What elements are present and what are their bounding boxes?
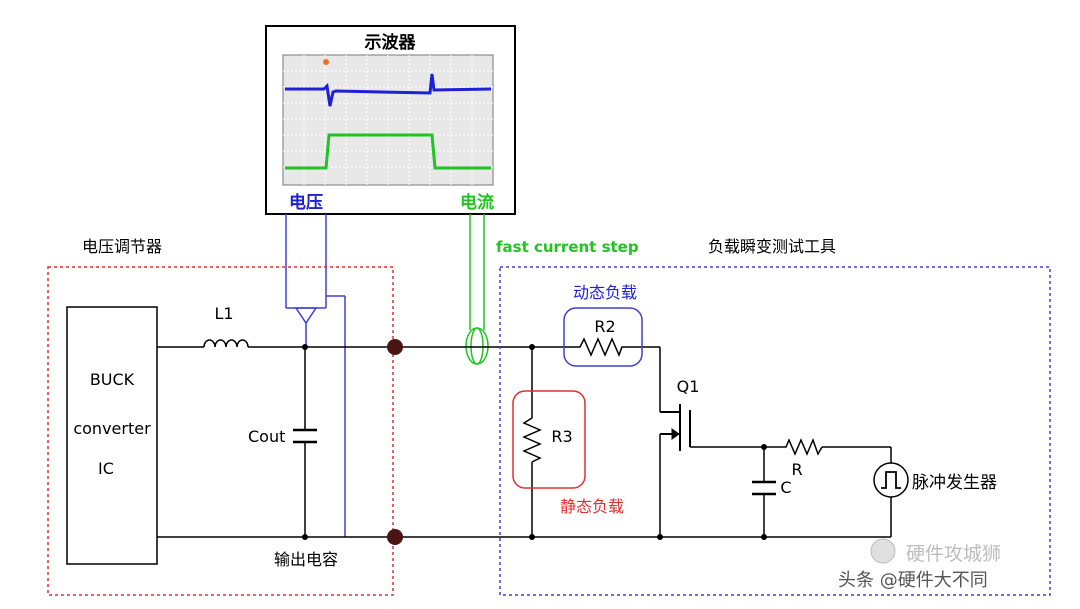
tester-title: 负载瞬变测试工具 bbox=[708, 237, 836, 256]
buck-ic bbox=[66, 306, 158, 565]
c-label: C bbox=[780, 478, 791, 497]
terminal-bottom bbox=[387, 529, 403, 545]
scope-title: 示波器 bbox=[365, 32, 417, 53]
q1-label: Q1 bbox=[677, 377, 700, 396]
regulator-box bbox=[47, 266, 394, 596]
static-load-label: 静态负载 bbox=[560, 497, 624, 516]
inductor-label: L1 bbox=[214, 304, 233, 323]
r-label: R bbox=[791, 460, 802, 479]
trigger-marker bbox=[323, 59, 329, 65]
voltage-label: 电压 bbox=[289, 192, 323, 213]
tester-box bbox=[499, 266, 1051, 596]
regulator-title: 电压调节器 bbox=[82, 237, 162, 256]
r2-label: R2 bbox=[594, 317, 615, 336]
inductor-l1 bbox=[203, 339, 249, 348]
ic-label-converter: converter bbox=[73, 419, 151, 438]
capacitor-label: Cout bbox=[248, 427, 285, 446]
r3-label: R3 bbox=[551, 427, 572, 446]
voltage-probe bbox=[285, 214, 346, 537]
wires bbox=[157, 346, 892, 538]
watermark-line1: 硬件攻城狮 bbox=[906, 543, 1001, 565]
current-probe bbox=[465, 214, 489, 365]
pulse-symbol-icon bbox=[881, 471, 901, 489]
terminal-top bbox=[387, 339, 403, 355]
junction-dots bbox=[302, 344, 767, 540]
fast-current-step-label: fast current step bbox=[496, 238, 639, 256]
dynamic-load-label: 动态负载 bbox=[573, 283, 637, 302]
mosfet-q1 bbox=[660, 404, 691, 451]
pulse-generator-icon bbox=[873, 462, 909, 498]
resistor-r bbox=[780, 437, 823, 456]
pulse-generator-label: 脉冲发生器 bbox=[912, 473, 997, 493]
watermark-line2: 头条 @硬件大不同 bbox=[838, 570, 988, 591]
dynamic-load-highlight bbox=[563, 307, 643, 367]
static-load-highlight bbox=[512, 390, 586, 489]
resistor-r3 bbox=[522, 412, 542, 463]
ic-label-buck: BUCK bbox=[90, 370, 135, 389]
output-capacitor-caption: 输出电容 bbox=[274, 550, 338, 569]
current-label: 电流 bbox=[460, 192, 494, 213]
current-trace bbox=[285, 133, 491, 170]
ic-label-ic: IC bbox=[98, 459, 114, 478]
wechat-logo-icon bbox=[870, 538, 896, 564]
resistor-r2 bbox=[565, 337, 624, 357]
watermark: 硬件攻城狮 头条 @硬件大不同 bbox=[838, 538, 1001, 591]
voltage-trace bbox=[285, 73, 492, 107]
scope-grid bbox=[283, 55, 493, 185]
output-capacitor bbox=[293, 428, 317, 444]
capacitor-c bbox=[752, 480, 776, 496]
oscilloscope: 示波器 电压 电流 bbox=[265, 25, 516, 215]
